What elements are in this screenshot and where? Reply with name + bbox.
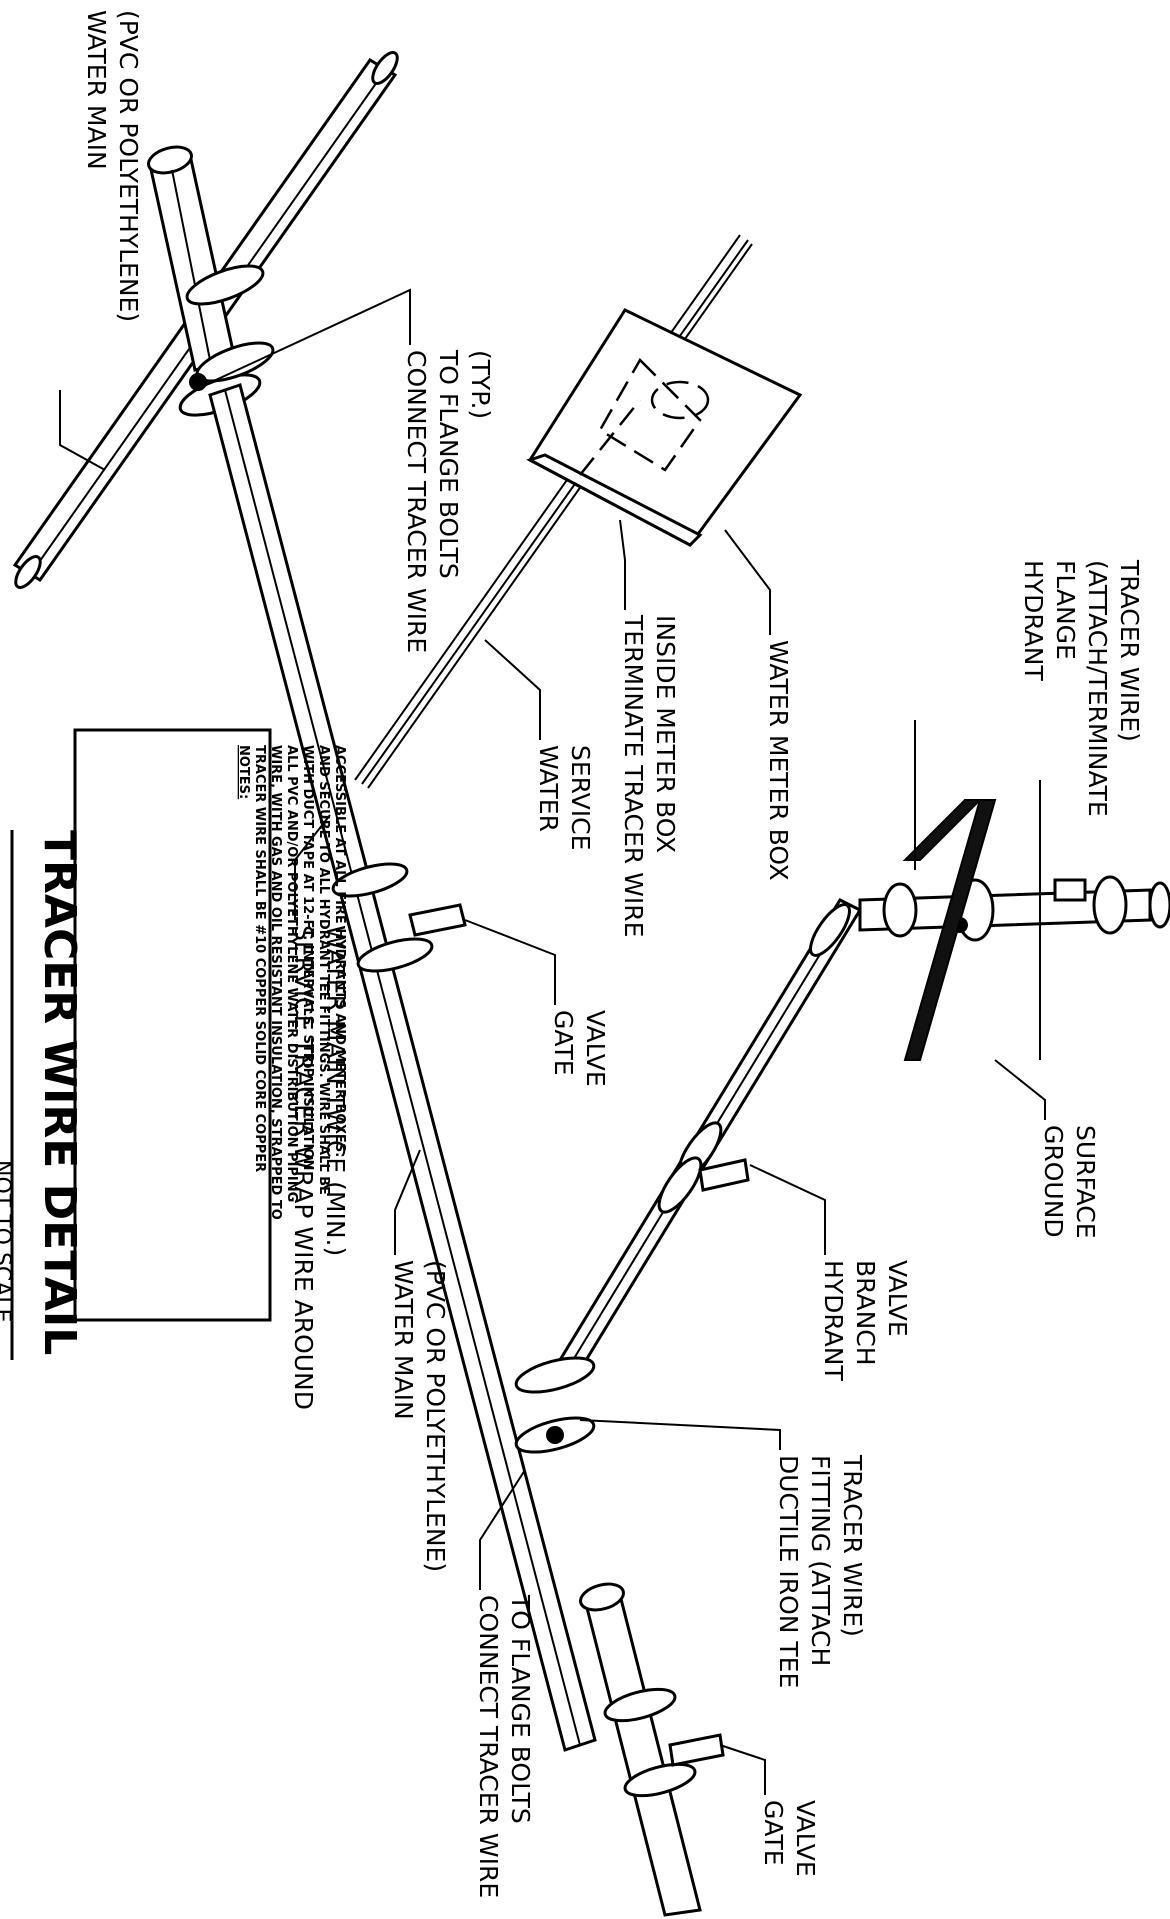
bottom-tee-bolt-connection xyxy=(546,1426,564,1444)
labels: WATER MAIN (PVC OR POLYETHYLENE) CONNECT… xyxy=(82,10,1144,1898)
bottom-tee-flanges xyxy=(514,1356,596,1454)
label-line: WATER MAIN TWICE (MIN.) xyxy=(321,925,350,1256)
title-block: TRACER WIRE DETAIL NOT TO SCALE xyxy=(0,830,85,1360)
label-line: TO FLANGE BOLTS xyxy=(434,349,463,579)
label-line: CONNECT TRACER WIRE xyxy=(474,1595,503,1898)
label-line: GROUND xyxy=(1039,1125,1068,1238)
water-meter-box xyxy=(526,308,803,547)
label-line: SERVICE xyxy=(566,745,595,850)
notes-line: ALL PVC AND/OR POLYETHYLENE WATER DISTRI… xyxy=(284,745,299,1202)
label-water-meter-box: WATER METER BOX xyxy=(764,640,793,881)
label-water-main-top: WATER MAIN (PVC OR POLYETHYLENE) xyxy=(82,10,143,322)
svg-text:NOTES: TRACER WIRE SHALL: NOTES: TRACER WIRE SHALL BE #10 COPPER S… xyxy=(236,745,347,1224)
notes-line: ACCESSIBLE AT ALL FIRE HYDRANTS AND METE… xyxy=(332,745,347,1157)
label-line: TO FLANGE BOLTS xyxy=(506,1594,535,1824)
bottom-tee-assembly xyxy=(579,1582,725,1917)
water-main-lower-pipe xyxy=(208,383,597,1752)
label-line: CONNECT TRACER WIRE xyxy=(402,350,431,653)
label-line: VALVE xyxy=(791,1800,820,1877)
notes-line: TRACER WIRE SHALL BE #10 COPPER SOLID CO… xyxy=(252,745,267,1172)
label-line: WATER MAIN xyxy=(82,10,111,170)
notes-box: NOTES: TRACER WIRE SHALL BE #10 COPPER S… xyxy=(73,728,347,1322)
label-line: (PVC OR POLYETHYLENE) xyxy=(114,10,143,322)
label-line: TERMINATE TRACER WIRE xyxy=(619,614,648,937)
piping xyxy=(12,51,1170,1917)
label-line: SERVICE TRACER WRAP WIRE AROUND xyxy=(289,925,318,1410)
label-line: (TYP.) xyxy=(466,350,495,419)
label-line: (PVC OR POLYETHYLENE) xyxy=(421,1260,450,1572)
scale-note: NOT TO SCALE xyxy=(0,1160,14,1323)
label-line: FITTING (ATTACH xyxy=(806,1455,835,1666)
label-line: SURFACE xyxy=(1071,1125,1100,1239)
mid-gate-valve xyxy=(331,862,467,973)
label-line: INSIDE METER BOX xyxy=(651,615,680,853)
water-service-line xyxy=(354,234,753,789)
label-line: TRACER WIRE) xyxy=(1115,559,1144,742)
upper-tee-bolt-connection xyxy=(189,373,207,391)
label-line: GATE xyxy=(549,1010,578,1076)
label-water-main-bottom: WATER MAIN(PVC OR POLYETHYLENE) xyxy=(389,1260,450,1572)
label-line: HYDRANT xyxy=(819,1260,848,1381)
label-line: VALVE xyxy=(883,1260,912,1337)
fire-hydrant xyxy=(858,875,1170,942)
label-line: TRACER WIRE) xyxy=(838,1454,867,1637)
drawing-title: TRACER WIRE DETAIL xyxy=(34,830,85,1355)
label-line: DUCTILE IRON TEE xyxy=(774,1455,803,1688)
label-line: WATER xyxy=(534,745,563,832)
label-line: (ATTACH/TERMINATE xyxy=(1083,560,1112,817)
label-line: WATER METER BOX xyxy=(764,640,793,881)
label-line: VALVE xyxy=(581,1010,610,1087)
notes-line: WITH DUCT TAPE AT 12-FT. INTERVALS. STRI… xyxy=(300,745,315,1170)
label-line: BRANCH xyxy=(851,1260,880,1366)
notes-line: AND SECURE TO ALL HYDRANT TEE FITTINGS. … xyxy=(316,745,331,1195)
hydrant-branch-pipe xyxy=(557,898,863,1372)
notes-heading: NOTES: xyxy=(236,745,251,799)
label-line: WATER MAIN xyxy=(389,1260,418,1420)
upper-tee-stub-pipe xyxy=(147,145,237,372)
label-line: GATE xyxy=(759,1800,788,1866)
leader-lines xyxy=(59,288,1046,1795)
label-line: HYDRANT xyxy=(1019,560,1048,681)
label-line: FLANGE xyxy=(1051,560,1080,660)
notes-line: WIRE, WITH GAS AND OIL RESISTANT INSULAT… xyxy=(268,745,283,1220)
